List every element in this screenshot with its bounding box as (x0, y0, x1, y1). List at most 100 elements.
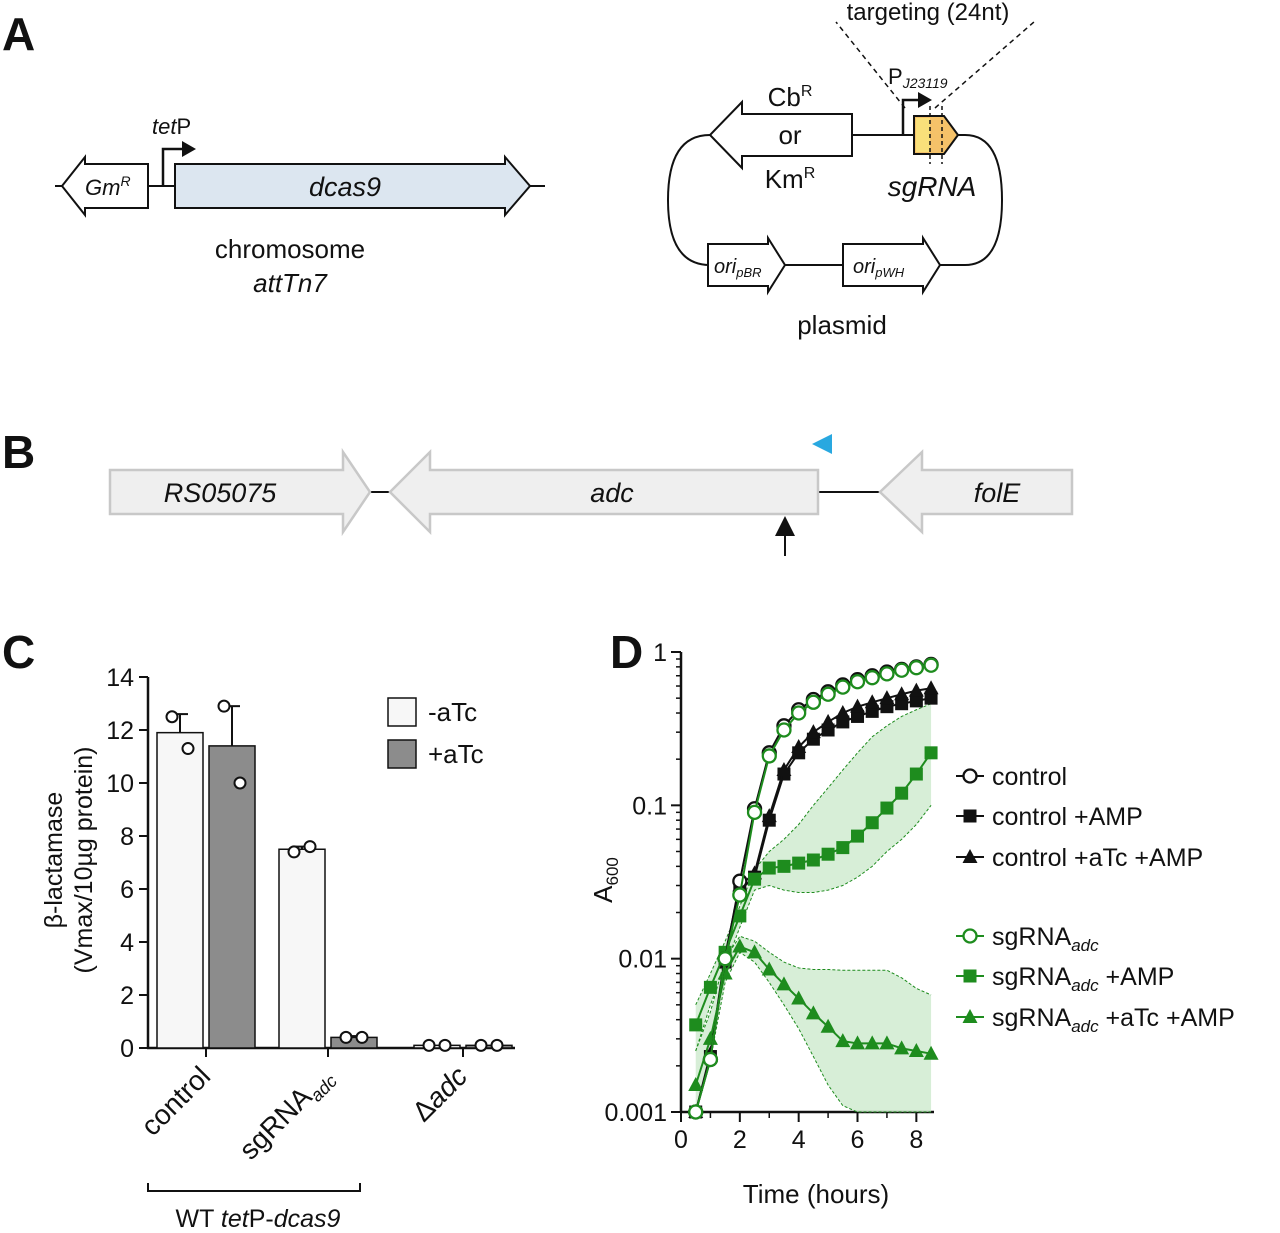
tetp-promoter-arrow (161, 147, 182, 186)
chart-d-point (762, 861, 776, 875)
chart-c-bar (208, 745, 256, 1049)
chart-d-legend-label: sgRNAadc (992, 923, 1099, 955)
sgrna-targeting-region (916, 118, 930, 152)
chart-d-legend-label: control (992, 763, 1067, 791)
chart-d-point (791, 990, 807, 1005)
chart-d-legend-label: control +AMP (992, 803, 1143, 831)
chart-d-point (908, 660, 924, 676)
chart-c-bar (465, 1044, 513, 1049)
chart-c-group-text: WT tetP-dcas9 (176, 1205, 341, 1233)
chart-d-point (962, 928, 978, 944)
chart-d-point (747, 944, 763, 959)
gene-fole (878, 449, 1074, 535)
chart-d-band (695, 703, 932, 1051)
chart-d-point (909, 694, 923, 708)
chart-d-point (879, 666, 895, 682)
chart-d-point (792, 856, 806, 870)
chart-c-ylabel-1: β-lactamase (40, 792, 68, 929)
ori-pwh-label: oripWH (853, 256, 905, 280)
chart-d-point (732, 887, 748, 903)
targeting-callout-right (934, 21, 1035, 109)
chart-d-point (748, 872, 762, 886)
chart-d-ytick-label: 0.01 (618, 946, 667, 974)
pj-promoter-arrow (901, 98, 918, 135)
gene-rs05075 (108, 447, 372, 537)
plasmid-map: CbR or KmR PJ23119 targeting (24nt) sgRN… (666, 0, 1035, 340)
chart-c-replicate-point (474, 1038, 488, 1052)
chart-c-replicate-point (422, 1038, 436, 1052)
panel-c-letter: C (2, 626, 35, 678)
pj-label: PJ23119 (888, 64, 948, 91)
chart-d-point (821, 847, 835, 861)
sgrna-label: sgRNA (888, 171, 977, 202)
chart-d-point (850, 1035, 866, 1050)
chart-d-point (923, 657, 939, 673)
chart-d-point (851, 829, 865, 843)
chart-d-ytick-label: 0.001 (604, 1099, 667, 1127)
targeting-callout-left (835, 21, 906, 109)
chart-d-point (835, 1033, 851, 1048)
chart-d-point (879, 1035, 895, 1050)
chart-c-legend-label: -aTc (428, 697, 477, 727)
cb-label: CbR (768, 82, 813, 112)
chart-d-point (851, 709, 865, 723)
panel-b-letter: B (2, 426, 35, 478)
chart-d-band (695, 936, 932, 1112)
ori-pbr-label: oripBR (714, 256, 762, 280)
chart-d-point (908, 682, 924, 697)
chart-c-bar (156, 731, 204, 1049)
chart-c-replicate-point (181, 742, 195, 756)
chart-c-ytick-label: 14 (106, 664, 134, 692)
chart-d-point (820, 713, 836, 728)
chart-d-point (805, 1005, 821, 1020)
chart-c-replicate-point (339, 1030, 353, 1044)
chart-c-group-label: WT tetP-dcas9 (147, 1183, 361, 1233)
chart-d-point (806, 853, 820, 867)
chart-d-point (746, 804, 763, 820)
chart-d-point (689, 1018, 703, 1032)
cb-km-resistance-arrow (708, 99, 853, 171)
chart-d-point (924, 746, 938, 760)
chart-c: β-lactamase (Vmax/10µg protein) 02468101… (40, 664, 515, 1233)
chart-d-point (835, 705, 851, 720)
chart-d-point (963, 809, 977, 823)
chart-d-point (923, 680, 939, 695)
chart-c-xtick-label: sgRNAadc (233, 1060, 341, 1168)
chart-c-xtick-label: Δadc (406, 1060, 473, 1127)
gene-fole-label: folE (974, 478, 1022, 508)
chart-d-point (732, 873, 748, 889)
ori-pwh-arrow (842, 234, 942, 296)
panel-d-letter: D (610, 626, 643, 678)
targeting-label: targeting (24nt) (847, 0, 1010, 26)
primer-marker (812, 434, 832, 454)
chart-d-xtick-label: 4 (792, 1126, 806, 1154)
chart-c-legend-swatch (387, 697, 417, 727)
chart-d-point (836, 841, 850, 855)
chart-d-point (702, 1030, 718, 1045)
chart-d-point (717, 965, 733, 980)
ori-pbr-arrow (707, 234, 787, 296)
chart-d-point (962, 1009, 978, 1023)
chart-c-legend-label: +aTc (428, 739, 484, 769)
km-label: KmR (765, 164, 816, 194)
chart-d-point (894, 686, 910, 701)
tetp-label: tetP (152, 114, 191, 139)
chart-c-xtick-label: control (135, 1060, 216, 1141)
chart-d-point (835, 679, 851, 695)
chart-d-xtick-label: 2 (733, 1126, 747, 1154)
chart-d-xlabel: Time (hours) (743, 1179, 889, 1209)
chart-d-point (894, 1040, 910, 1055)
chart-d-point (879, 690, 895, 705)
tetp-promoter-head (182, 141, 196, 157)
gene-rs05075-label: RS05075 (164, 478, 278, 508)
chart-d-point (864, 1035, 880, 1050)
chart-d-point (962, 849, 978, 863)
chart-c-ytick-label: 6 (120, 876, 134, 904)
chromosome-construct: GmR dcas9 tetP chromosome attTn7 (55, 114, 545, 298)
chart-c-bar (330, 1036, 378, 1049)
chart-c-bar (413, 1044, 461, 1049)
gene-locus: RS05075 adc folE (108, 434, 1074, 556)
dcas9-gene-arrow (174, 154, 532, 218)
